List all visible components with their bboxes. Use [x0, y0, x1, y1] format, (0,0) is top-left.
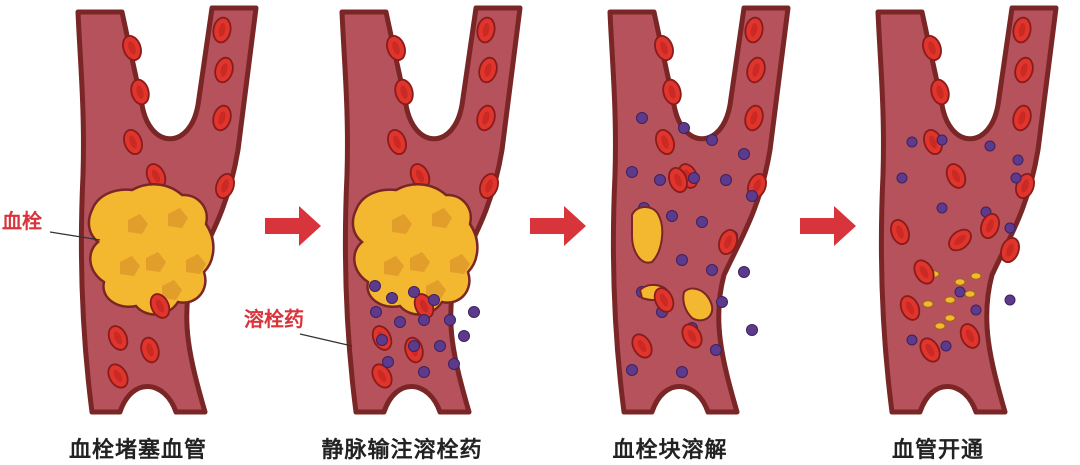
- drug-particle: [970, 304, 982, 316]
- drug-particle: [408, 286, 420, 298]
- step-arrow-icon: [265, 206, 321, 246]
- clot-texture: [168, 208, 188, 228]
- caption-step-3: 血栓块溶解: [612, 438, 728, 463]
- drug-particle: [376, 334, 388, 346]
- blood-vessel: [875, 5, 1059, 415]
- drug-particle: [654, 174, 666, 186]
- drug-particle: [688, 172, 700, 184]
- blood-clot: [87, 183, 215, 316]
- drug-particle: [746, 324, 758, 336]
- drug-particle: [710, 344, 722, 356]
- drug-particle: [954, 286, 966, 298]
- clot-texture: [392, 214, 412, 234]
- drug-particle: [418, 314, 430, 326]
- drug-particle: [636, 112, 648, 124]
- drug-particle: [940, 340, 952, 352]
- caption-step-2: 静脉输注溶栓药: [321, 438, 483, 463]
- drug-particle: [678, 122, 690, 134]
- drug-particle: [408, 340, 420, 352]
- drug-particle: [666, 210, 678, 222]
- clot-debris: [922, 300, 934, 308]
- drug-particle: [696, 216, 708, 228]
- drug-particle: [1012, 154, 1024, 166]
- drug-particle: [720, 174, 732, 186]
- drug-particle: [936, 202, 948, 214]
- drug-particle: [676, 254, 688, 266]
- drug-particle: [428, 294, 440, 306]
- caption-step-4: 血管开通: [891, 438, 984, 463]
- clot-debris: [944, 296, 956, 304]
- clot-texture: [186, 254, 206, 274]
- step-arrow-icon: [800, 206, 856, 246]
- drug-particle: [906, 136, 918, 148]
- vessel-panel-dissolving: [607, 5, 791, 415]
- drug-particle: [394, 316, 406, 328]
- drug-particle: [906, 334, 918, 346]
- drug-particle: [448, 358, 460, 370]
- clot-debris: [970, 272, 982, 280]
- clot-texture: [450, 254, 470, 274]
- drug-particle: [382, 356, 394, 368]
- label-clot: 血栓: [2, 209, 42, 233]
- clot-texture: [384, 256, 404, 276]
- label-drug: 溶栓药: [244, 307, 304, 331]
- clot-fragment: [631, 206, 664, 264]
- drug-particle: [458, 330, 470, 342]
- step-arrow-icon: [530, 206, 586, 246]
- vessel-panel-open: [875, 5, 1059, 415]
- diagram-artwork: [49, 5, 1059, 415]
- drug-particle: [738, 148, 750, 160]
- clot-texture: [432, 208, 452, 228]
- blood-vessel: [607, 5, 791, 415]
- leader-line-drug: [299, 333, 353, 347]
- vessel-panel-drug: [339, 5, 523, 415]
- drug-particle: [626, 166, 638, 178]
- drug-particle: [746, 190, 758, 202]
- drug-particle: [676, 366, 688, 378]
- clot-debris: [964, 290, 976, 298]
- caption-step-1: 血栓堵塞血管: [68, 438, 207, 463]
- drug-particle: [626, 364, 638, 376]
- clot-debris: [934, 322, 946, 330]
- clot-texture: [146, 252, 166, 272]
- clot-texture: [120, 256, 140, 276]
- drug-particle: [984, 140, 996, 152]
- clot-fragment: [682, 287, 714, 322]
- drug-particle: [716, 296, 728, 308]
- drug-particle: [706, 134, 718, 146]
- drug-particle: [369, 280, 381, 292]
- drug-particle: [418, 366, 430, 378]
- leader-line-clot: [49, 231, 101, 241]
- drug-particle: [1004, 294, 1016, 306]
- drug-particle: [1004, 222, 1016, 234]
- drug-particle: [468, 306, 480, 318]
- drug-particle: [434, 340, 446, 352]
- drug-particle: [706, 264, 718, 276]
- drug-particle: [386, 292, 398, 304]
- clot-texture: [128, 214, 148, 234]
- clot-texture: [162, 280, 182, 300]
- drug-particle: [1010, 172, 1022, 184]
- drug-particle: [738, 266, 750, 278]
- drug-particle: [896, 172, 908, 184]
- drug-particle: [370, 306, 382, 318]
- vessel-panel-blocked: [75, 5, 259, 415]
- clot-debris: [944, 314, 956, 322]
- clot-debris: [954, 278, 966, 286]
- drug-particle: [936, 134, 948, 146]
- drug-particle: [444, 314, 456, 326]
- clot-texture: [410, 252, 430, 272]
